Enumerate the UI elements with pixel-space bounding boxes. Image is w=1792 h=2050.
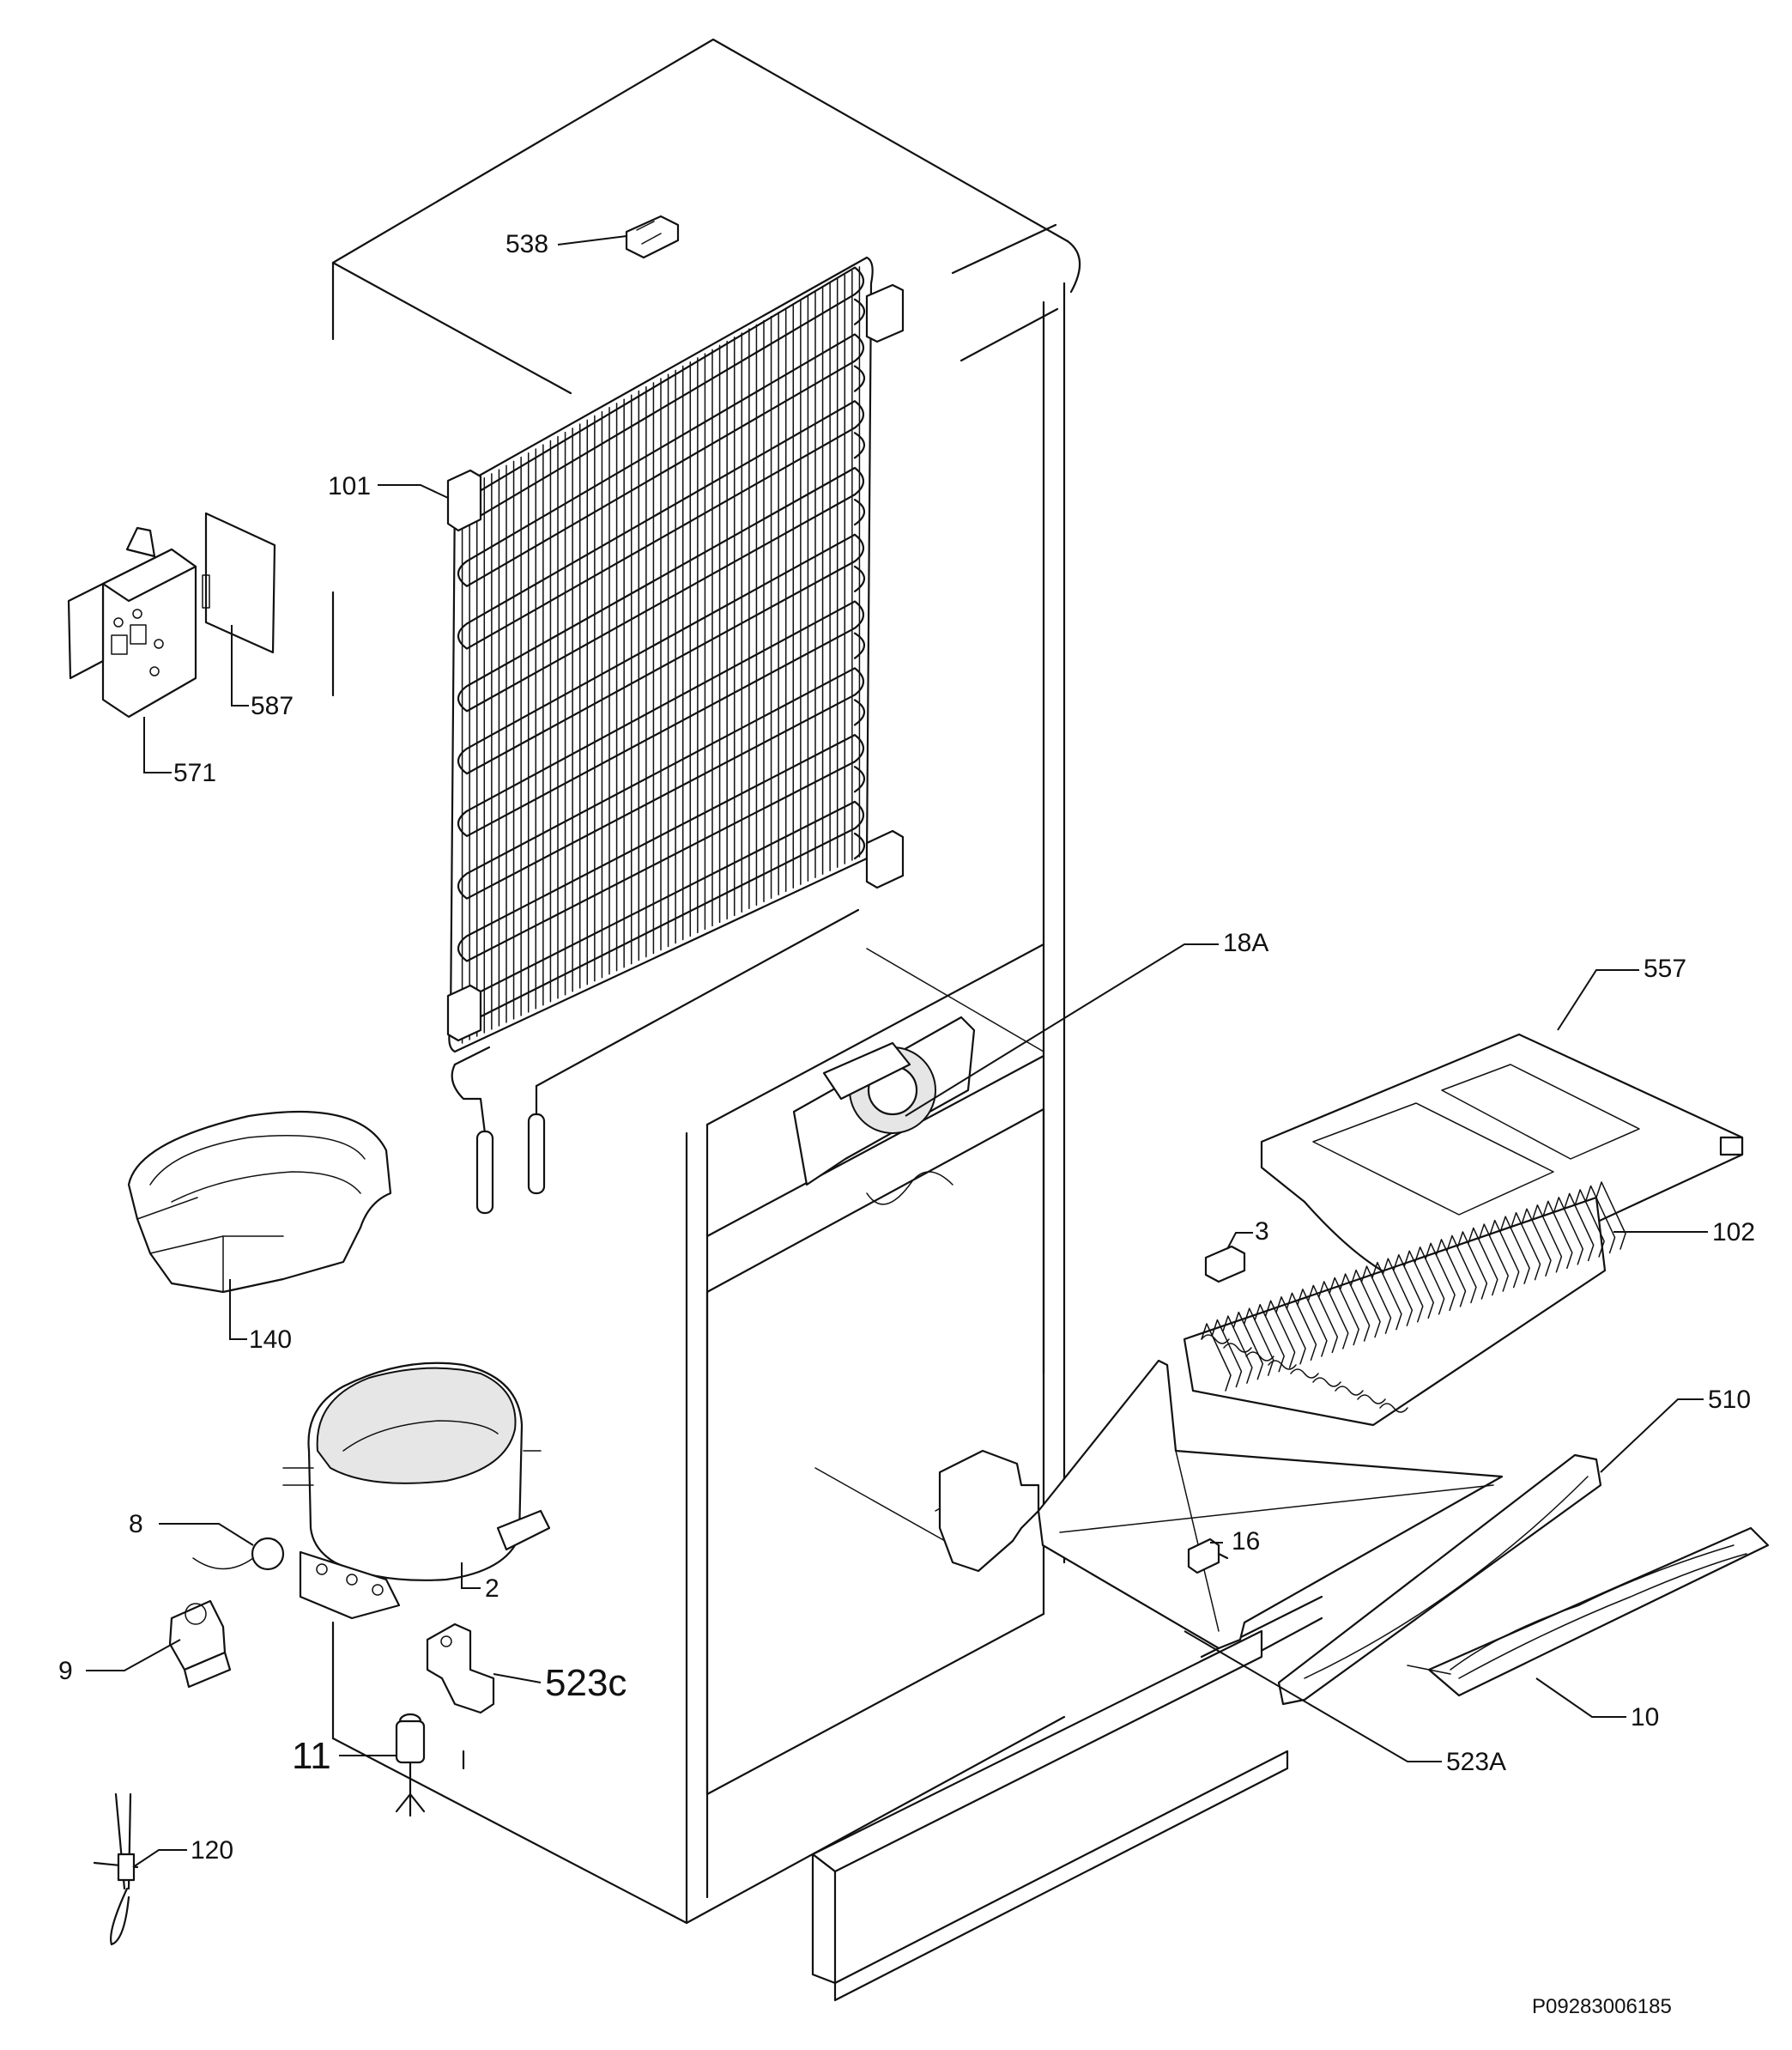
kick-plate xyxy=(811,1629,1289,2002)
label-140: 140 xyxy=(249,1325,292,1354)
label-571: 571 xyxy=(173,759,216,787)
part-labels: 538 101 571 587 140 8 9 2 523c 11 120 18… xyxy=(58,230,1755,2018)
part-587-card xyxy=(202,512,276,654)
part-18A-fan xyxy=(792,1016,976,1205)
part-523c-clamp xyxy=(426,1622,495,1714)
part-120-cable xyxy=(93,1792,139,1946)
label-9: 9 xyxy=(58,1657,73,1685)
label-102: 102 xyxy=(1712,1218,1755,1246)
label-538: 538 xyxy=(506,230,548,258)
part-571-relay-box xyxy=(67,526,197,719)
document-id: P09283006185 xyxy=(1532,1995,1672,2018)
part-2-compressor xyxy=(282,1362,551,1620)
label-523A: 523A xyxy=(1446,1748,1506,1776)
condenser-outlet-tubes xyxy=(451,908,860,1215)
part-523A-tray xyxy=(938,1359,1504,1650)
part-102-evaporator xyxy=(1183,1181,1626,1427)
label-10: 10 xyxy=(1631,1703,1659,1732)
part-11-drier xyxy=(395,1713,426,1817)
label-101: 101 xyxy=(328,472,371,500)
part-510-channel xyxy=(1277,1453,1602,1706)
part-3-switch xyxy=(1204,1245,1246,1283)
label-587: 587 xyxy=(251,692,294,720)
label-8: 8 xyxy=(129,1510,143,1538)
part-9-relay xyxy=(168,1599,232,1689)
label-11: 11 xyxy=(292,1735,331,1777)
part-140-drip-tray xyxy=(127,1111,392,1294)
part-8-protector xyxy=(192,1537,285,1571)
label-2: 2 xyxy=(485,1574,499,1603)
label-523c: 523c xyxy=(545,1662,627,1704)
part-101-condenser xyxy=(448,256,874,1053)
label-18A: 18A xyxy=(1223,929,1268,957)
label-16: 16 xyxy=(1232,1527,1260,1556)
cabinet-outline xyxy=(331,38,1323,1925)
part-16-sensor xyxy=(1187,1538,1229,1574)
label-557: 557 xyxy=(1644,955,1686,983)
label-510: 510 xyxy=(1708,1386,1751,1414)
part-10-heater xyxy=(1407,1526,1770,1697)
condenser-brackets xyxy=(446,283,905,1042)
label-120: 120 xyxy=(191,1836,233,1865)
label-3: 3 xyxy=(1255,1217,1269,1246)
leader-lines xyxy=(86,235,1708,1868)
part-538-clip xyxy=(625,215,680,259)
